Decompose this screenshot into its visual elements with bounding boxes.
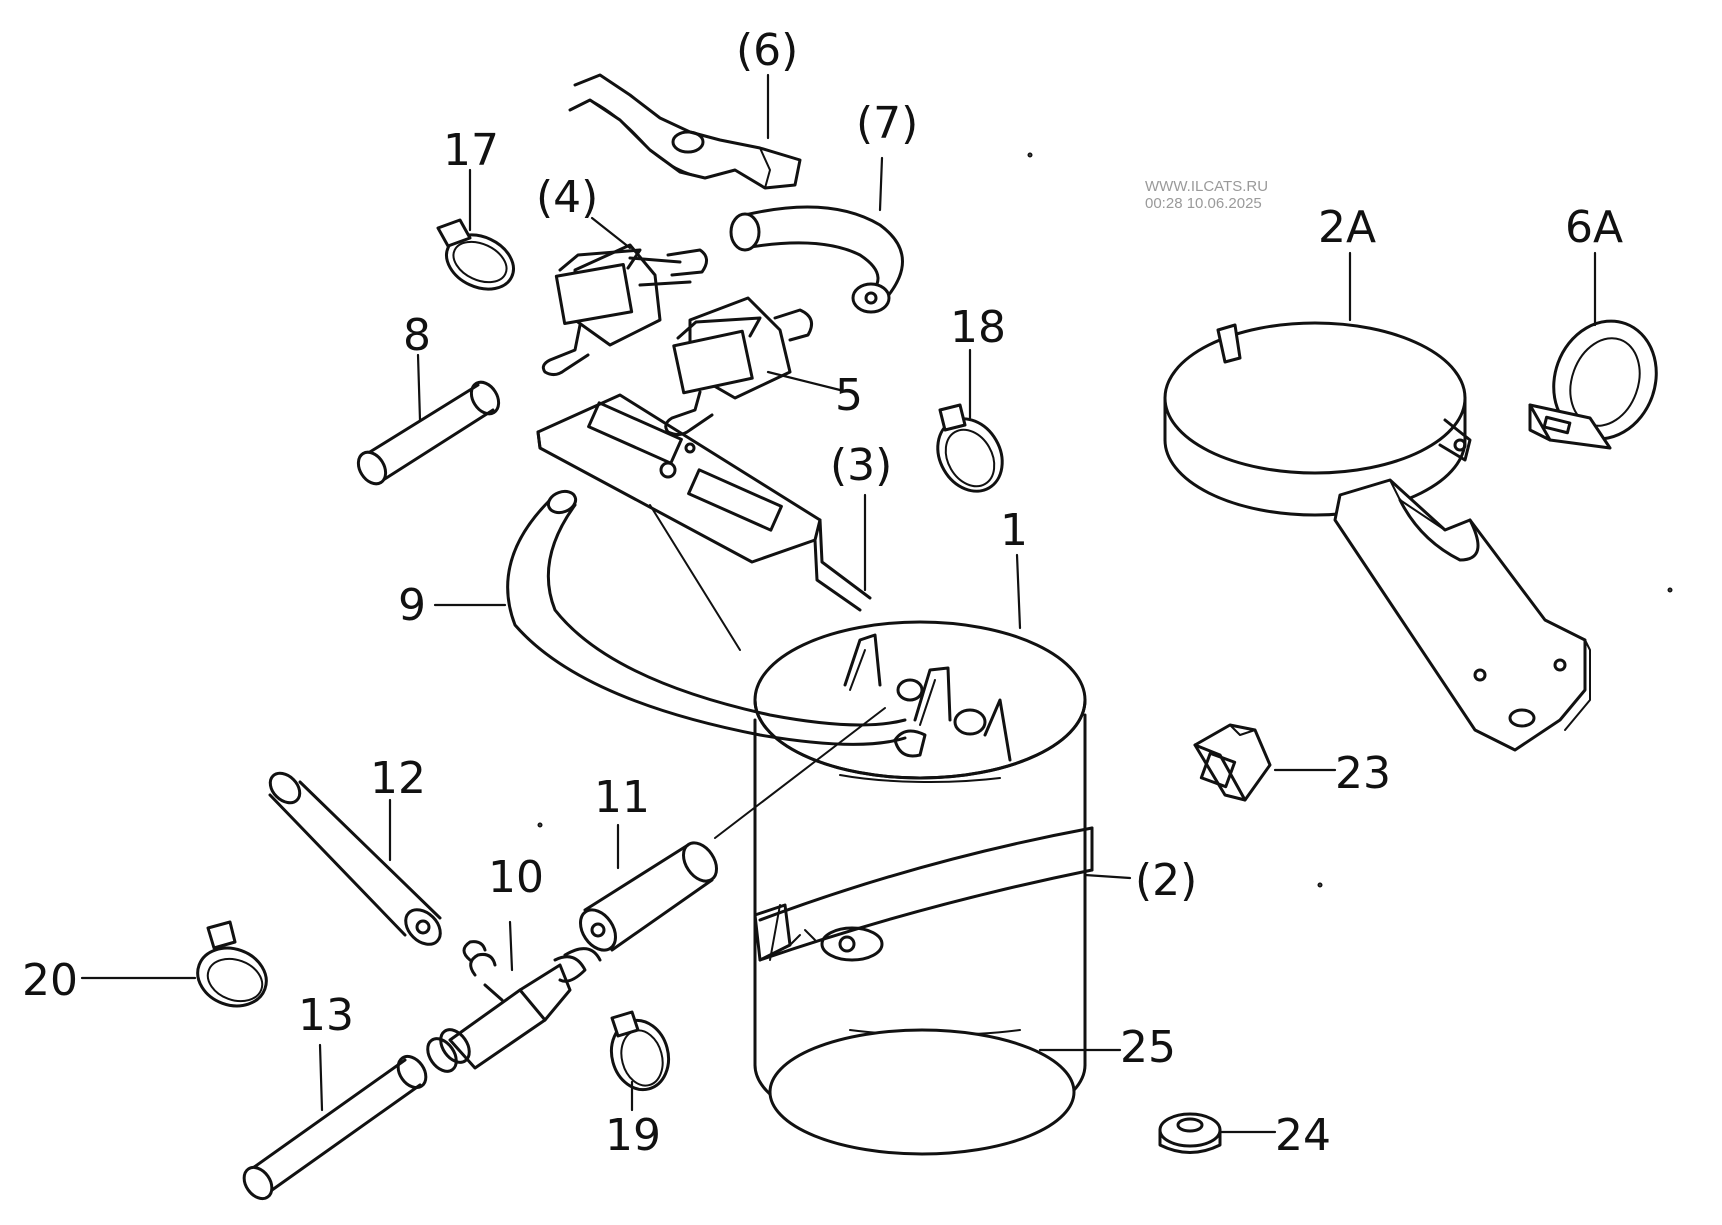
part-13-hose[interactable]: [238, 1051, 431, 1204]
part-24-grommet[interactable]: [1158, 1112, 1222, 1154]
callout-17: 17: [443, 125, 499, 176]
part-6-clamp[interactable]: [568, 73, 802, 190]
part-8-hose[interactable]: [353, 377, 504, 489]
callout-25: 25: [1120, 1022, 1176, 1073]
callout-12: 12: [370, 753, 426, 804]
callout-19: 19: [605, 1110, 661, 1161]
part-17-hose-clamp[interactable]: [436, 218, 523, 299]
part-19-hose-clamp[interactable]: [604, 1010, 676, 1096]
part-3-bracket[interactable]: [536, 393, 872, 612]
scan-specks: [537, 152, 1673, 888]
callout-6a: 6A: [1565, 202, 1623, 253]
part-4-valve[interactable]: [541, 243, 708, 377]
callout-9: 9: [398, 580, 426, 631]
part-5-valve[interactable]: [664, 296, 814, 437]
part-12-hose[interactable]: [264, 767, 447, 951]
callout-3: (3): [830, 440, 892, 491]
part-2a-mounting-band[interactable]: [1163, 321, 1591, 752]
callout-11: 11: [594, 772, 650, 823]
callout-8: 8: [403, 310, 431, 361]
callout-10: 10: [488, 852, 544, 903]
part-18-hose-clamp[interactable]: [925, 403, 1015, 503]
part-2-strap[interactable]: [753, 826, 1094, 962]
callout-6: (6): [736, 25, 798, 76]
watermark-site: WWW.ILCATS.RU: [1145, 178, 1269, 195]
callout-23: 23: [1335, 748, 1391, 799]
callout-2a: 2A: [1318, 202, 1376, 253]
watermark: WWW.ILCATS.RU 00:28 10.06.2025: [1145, 178, 1268, 212]
part-10-tee-fitting[interactable]: [422, 940, 602, 1077]
callout-1: 1: [1000, 505, 1028, 556]
watermark-timestamp: 00:28 10.06.2025: [1145, 195, 1262, 212]
callout-2: (2): [1135, 855, 1197, 906]
callout-20: 20: [22, 955, 78, 1006]
callout-18: 18: [950, 302, 1006, 353]
callout-4: (4): [536, 172, 598, 223]
callout-5: 5: [835, 370, 863, 421]
part-6a-clamp[interactable]: [1528, 307, 1673, 454]
part-20-hose-clamp[interactable]: [190, 920, 275, 1015]
part-25-bottom-cap[interactable]: [768, 1028, 1076, 1156]
part-7-hose[interactable]: [729, 205, 904, 314]
part-11-hose[interactable]: [573, 837, 723, 957]
part-23-clip[interactable]: [1193, 723, 1272, 802]
callout-24: 24: [1275, 1110, 1331, 1161]
callout-7: (7): [856, 98, 918, 149]
callout-13: 13: [298, 990, 354, 1041]
leader-lines: [80, 73, 1597, 1134]
callout-labels: 1 (2) 2A (3) (4) 5 (6) 6A (7) 8 9 10 11 …: [22, 25, 1623, 1161]
